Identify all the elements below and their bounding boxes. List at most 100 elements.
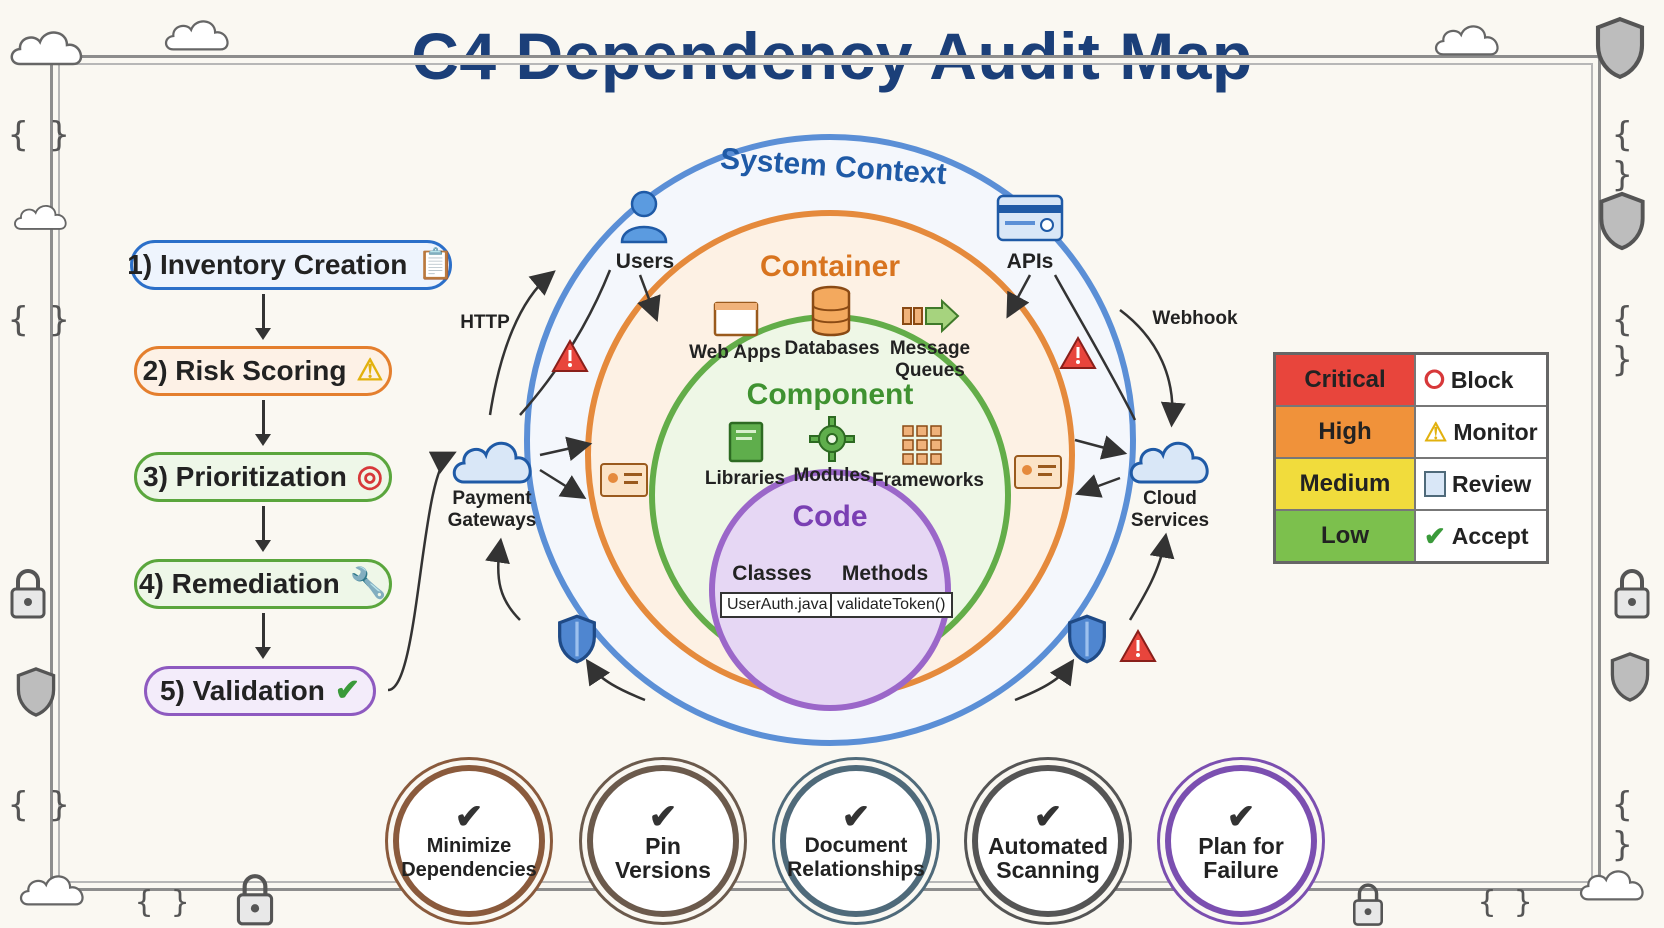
modules-label: Modules — [793, 465, 871, 486]
code-ring — [709, 469, 951, 711]
message-queues-label: Message Queues — [889, 338, 971, 381]
principle-label: Pin Versions — [615, 833, 711, 883]
framework-grid-icon — [902, 425, 942, 465]
webhook-label: Webhook — [1152, 308, 1238, 329]
container-title: Container — [759, 250, 900, 283]
step-arrow — [255, 506, 271, 552]
database-icon — [811, 285, 851, 337]
web-apps-label: Web Apps — [689, 342, 781, 363]
principle-badge-document-relationships: ✔ Document Relationships — [780, 765, 932, 917]
legend-severity: Medium — [1276, 459, 1416, 509]
shield-to-cloud-connector — [1128, 532, 1175, 621]
users-label: Users — [615, 250, 675, 273]
http-connector — [488, 270, 556, 416]
databases-label: Databases — [784, 338, 880, 359]
legend-action-label: Review — [1452, 470, 1532, 497]
gear-icon — [809, 416, 855, 462]
principle-label: Plan for Failure — [1198, 833, 1284, 883]
lock-icon — [1614, 569, 1650, 619]
api-card-icon — [996, 194, 1064, 242]
warning-icon — [1059, 335, 1097, 369]
methods-label: Methods — [841, 562, 929, 585]
legend-action: ⭘Block — [1416, 355, 1546, 405]
check-icon: ✔ — [1226, 798, 1256, 836]
legend-row-high: High ⚠Monitor — [1276, 405, 1546, 457]
apis-to-container-connector — [1006, 274, 1032, 319]
step-remediation: 4) Remediation 🔧 — [134, 559, 392, 609]
container-to-cloud-connector — [1074, 435, 1128, 460]
classes-label: Classes — [732, 562, 812, 585]
component-title: Component — [746, 378, 914, 411]
step-arrow — [255, 400, 271, 446]
step-label: 5) Validation — [159, 675, 325, 706]
shield-icon — [1595, 16, 1645, 80]
principle-badge-minimize-dependencies: ✔ Minimize Dependencies — [393, 765, 545, 917]
step-arrow — [255, 613, 271, 659]
bottom-left-connector — [585, 658, 646, 702]
brace-icon: { } — [8, 785, 70, 825]
cloud-icon — [1579, 870, 1644, 901]
lock-icon — [236, 874, 274, 926]
principle-badge-pin-versions: ✔ Pin Versions — [587, 765, 739, 917]
check-icon: ✔ — [648, 798, 678, 836]
id-card-icon — [600, 463, 648, 497]
stop-icon: ⭘ — [1424, 364, 1445, 394]
apis-label: APIs — [1006, 250, 1054, 273]
shield-icon — [1610, 652, 1650, 702]
shield-icon — [558, 614, 596, 664]
legend-action-label: Block — [1450, 366, 1514, 393]
step-label: 1) Inventory Creation — [127, 249, 408, 280]
warning-icon — [1119, 628, 1157, 662]
principle-badge-automated-scanning: ✔ Automated Scanning — [972, 765, 1124, 917]
apis-to-cloud-connector — [1053, 274, 1137, 421]
validation-to-payment-connector — [387, 451, 457, 692]
severity-legend: Critical ⭘Block High ⚠Monitor Medium Rev… — [1273, 352, 1549, 564]
legend-severity: High — [1276, 407, 1416, 457]
shield-icon — [1599, 191, 1645, 251]
lock-icon — [1353, 883, 1383, 926]
lock-icon — [10, 569, 46, 619]
cloud-icon — [452, 441, 532, 484]
library-book-icon — [728, 421, 764, 463]
legend-row-medium: Medium Review — [1276, 457, 1546, 509]
libraries-label: Libraries — [704, 468, 786, 489]
check-icon: ✔ — [334, 674, 361, 707]
web-app-icon — [713, 301, 759, 337]
step-arrow — [255, 294, 271, 340]
wrench-icon: 🔧 — [349, 567, 388, 600]
step-prioritization: 3) Prioritization ◎ — [134, 452, 392, 502]
brace-icon: { } — [8, 115, 70, 155]
http-label: HTTP — [460, 312, 510, 333]
cloud-icon — [1434, 25, 1499, 56]
frameworks-label: Frameworks — [872, 470, 984, 491]
check-icon: ✔ — [454, 798, 484, 836]
legend-action-label: Monitor — [1453, 418, 1538, 445]
cloud-icon — [10, 31, 83, 66]
payment-to-container-connector — [539, 468, 587, 499]
user-icon — [620, 190, 668, 244]
legend-row-critical: Critical ⭘Block — [1276, 355, 1546, 405]
bottom-right-connector — [1014, 658, 1075, 702]
shield-to-payment-connector — [485, 537, 521, 621]
class-example-box: UserAuth.java — [720, 592, 835, 618]
cloud-icon — [1129, 441, 1209, 484]
cloud-to-container-connector — [1074, 474, 1121, 498]
brace-icon: { } — [135, 885, 190, 920]
payment-to-container-connector — [539, 436, 593, 461]
document-icon — [1424, 471, 1446, 497]
principle-label: Automated Scanning — [987, 833, 1109, 883]
method-example-box: validateToken() — [830, 592, 953, 618]
principle-badge-plan-for-failure: ✔ Plan for Failure — [1165, 765, 1317, 917]
message-queue-icon — [902, 298, 960, 334]
legend-action-label: Accept — [1451, 522, 1529, 549]
step-risk-scoring: 2) Risk Scoring ⚠ — [134, 346, 392, 396]
payment-gateways-label: Payment Gateways — [447, 488, 537, 531]
brace-icon: { } — [1612, 300, 1633, 380]
cloud-icon — [14, 205, 67, 230]
check-icon: ✔ — [1424, 520, 1446, 551]
webhook-connector — [1119, 309, 1186, 428]
shield-icon — [16, 667, 56, 717]
principle-label: Document Relationships — [787, 834, 925, 881]
brace-icon: { } — [1478, 885, 1533, 920]
warning-icon — [551, 338, 589, 372]
